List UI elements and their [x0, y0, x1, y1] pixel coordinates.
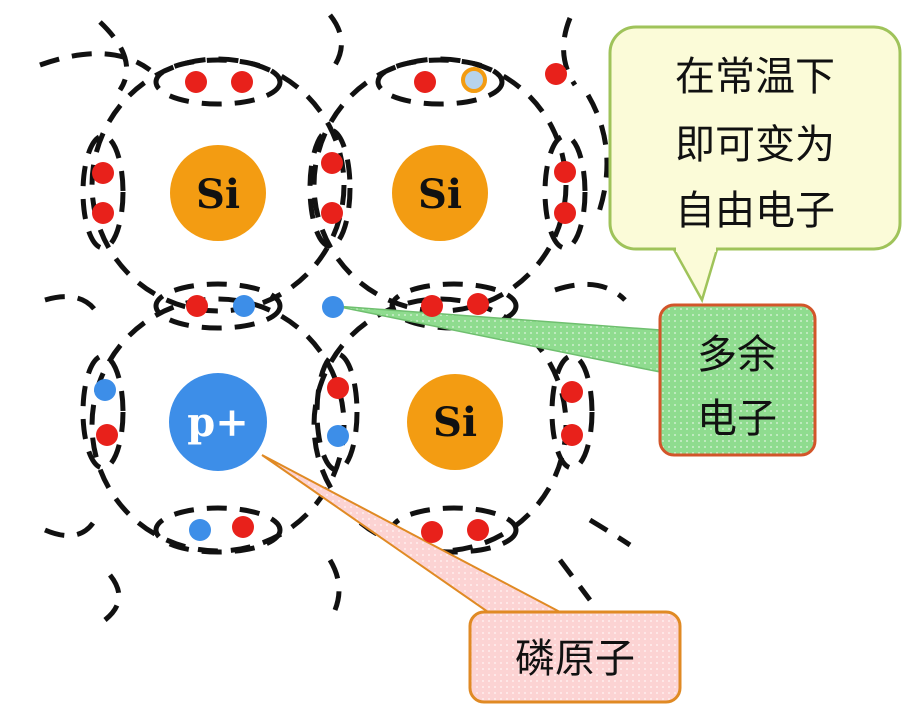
donor-electron — [189, 519, 211, 541]
bond-ellipse — [542, 133, 588, 251]
donor-electron — [94, 379, 116, 401]
electron — [467, 293, 489, 315]
bond-ring-bottom-right — [311, 296, 569, 554]
bond-ring-top-left — [89, 56, 347, 314]
electron — [421, 295, 443, 317]
bond-arc-fragment — [585, 93, 610, 216]
thermal-pointer — [669, 244, 720, 304]
phosphorus-callout: 磷原子 — [468, 610, 682, 704]
bond-arc-fragment — [39, 51, 152, 73]
excess-donor-electron — [322, 296, 344, 318]
electrons — [92, 63, 583, 543]
excess-electron-callout-line: 电子 — [697, 396, 777, 442]
excess-electron-callout: 多余 电子 — [658, 303, 817, 457]
bond-ring-top-right — [311, 56, 569, 314]
electron — [321, 152, 343, 174]
bond-ellipse — [314, 351, 360, 473]
electron — [561, 424, 583, 446]
electron — [231, 71, 253, 93]
free-electron — [545, 63, 567, 85]
electron — [92, 202, 114, 224]
bond-ellipse — [80, 353, 126, 471]
bond-arc-fragment — [44, 294, 97, 312]
phosphorus-callout-line: 磷原子 — [515, 636, 635, 682]
bond-ellipse — [549, 353, 595, 471]
excess-electron-callout-line: 多余 — [697, 332, 777, 378]
electron — [321, 202, 343, 224]
atom-si-bottom-right: Si — [407, 374, 503, 470]
lattice-bonds — [39, 13, 632, 622]
atom-label: Si — [196, 171, 240, 218]
thermal-callout: 在常温下 即可变为 自由电子 — [608, 25, 902, 252]
silicon-nucleus — [407, 374, 503, 470]
electron — [96, 424, 118, 446]
bond-ring-bottom-left — [89, 296, 347, 554]
electron — [414, 71, 436, 93]
bond-ellipse — [375, 57, 505, 107]
thermal-callout-line: 自由电子 — [675, 188, 835, 234]
thermal-callout-line: 在常温下 — [675, 54, 835, 100]
excess-electron-callout-box — [658, 303, 817, 457]
bond-arc-fragment — [588, 517, 632, 548]
bond-ellipse — [153, 505, 283, 555]
bond-arc-fragment — [554, 281, 627, 302]
thermal-callout-line: 即可变为 — [675, 122, 835, 168]
electron — [554, 202, 576, 224]
atom-si-top-left: Si — [170, 145, 266, 241]
electron — [421, 521, 443, 543]
electron — [554, 161, 576, 183]
phosphorus-callout-box — [468, 610, 682, 704]
electron — [327, 377, 349, 399]
bond-arc-fragment — [44, 518, 98, 539]
atom-si-top-right: Si — [392, 145, 488, 241]
bond-arc-fragment — [98, 20, 130, 92]
atom-label: Si — [418, 171, 462, 218]
silicon-nucleus — [392, 145, 488, 241]
electron — [467, 519, 489, 541]
bond-ellipse — [80, 133, 126, 251]
electron — [232, 516, 254, 538]
donor-electron — [233, 295, 255, 317]
electron — [186, 295, 208, 317]
bond-ellipse — [153, 57, 283, 107]
bond-arc-fragment — [327, 558, 342, 611]
atom-phosphorus: p+ — [169, 373, 267, 471]
phosphorus-nucleus — [169, 373, 267, 471]
bond-arc-fragment — [558, 558, 592, 602]
thermal-callout-box — [608, 25, 902, 251]
bond-arc-fragment — [103, 573, 122, 622]
electron — [561, 381, 583, 403]
atom-label: p+ — [187, 399, 248, 446]
freed-electron-vacancy — [461, 67, 487, 93]
donor-electron — [327, 425, 349, 447]
silicon-nucleus — [170, 145, 266, 241]
atom-label: Si — [433, 399, 477, 446]
electron — [92, 162, 114, 184]
bond-arc-fragment — [561, 17, 578, 87]
electron — [185, 71, 207, 93]
bond-ellipse — [153, 281, 283, 331]
bond-arc-fragment — [328, 13, 344, 67]
excess-electron-pointer — [334, 305, 661, 373]
bond-ellipse — [307, 127, 353, 249]
